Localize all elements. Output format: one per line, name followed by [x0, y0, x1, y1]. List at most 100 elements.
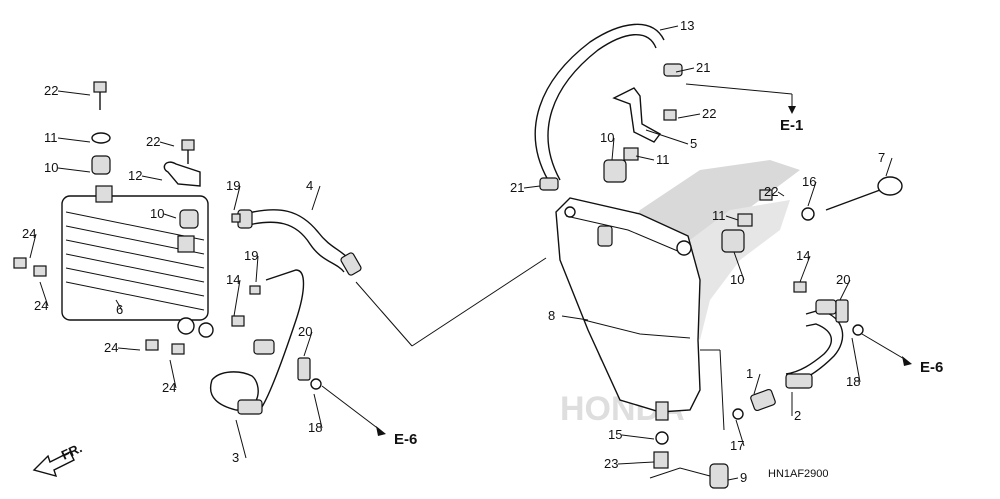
part-callout-10: 10: [150, 206, 164, 221]
front-direction-arrow: FR.: [32, 440, 84, 478]
part-callout-11: 11: [656, 152, 670, 167]
callout-leader: [117, 347, 141, 351]
callout-leader: [635, 155, 655, 161]
part-callout-12: 12: [128, 168, 142, 183]
callout-leader: [159, 141, 175, 147]
part-callout-10: 10: [730, 272, 744, 287]
callout-leader: [677, 113, 701, 119]
callout-leader: [725, 215, 739, 221]
ref-label-e6-left: E-6: [394, 431, 417, 448]
callout-leader: [235, 419, 247, 459]
part-callout-7: 7: [878, 150, 885, 165]
part-callout-13: 13: [680, 18, 694, 33]
oil-hose-3: [209, 269, 305, 415]
callout-leader: [561, 315, 589, 321]
callout-leader: [851, 337, 861, 383]
callout-leader: [617, 461, 655, 465]
callout-leader: [115, 299, 123, 311]
callout-leader: [777, 191, 785, 197]
drain-fittings: [649, 388, 776, 489]
fr-label: FR.: [59, 440, 84, 462]
part-callout-11: 11: [44, 130, 58, 145]
callout-leader: [839, 279, 851, 301]
callout-leader: [57, 90, 91, 96]
part-callout-6: 6: [116, 302, 123, 317]
tank-leader: [719, 349, 725, 431]
hose-connection-line: [411, 257, 547, 347]
callout-leader: [233, 185, 241, 211]
part-callout-19: 19: [244, 248, 258, 263]
part-callout-16: 16: [802, 174, 816, 189]
callout-leader: [807, 181, 817, 207]
callout-leader: [163, 213, 177, 219]
callout-leader: [735, 419, 745, 447]
oil-cooler: [61, 185, 214, 338]
callout-leader: [311, 185, 321, 211]
callout-leader: [169, 359, 177, 389]
part-callout-18: 18: [846, 374, 860, 389]
part-callout-8: 8: [548, 308, 555, 323]
part-callout-2: 2: [794, 408, 801, 423]
callout-leader: [57, 167, 91, 173]
hose-connection-line: [355, 281, 413, 347]
callout-leader: [733, 251, 745, 281]
ref-label-e6-right: E-6: [920, 359, 943, 376]
part-callout-20: 20: [298, 324, 312, 339]
part-callout-1: 1: [746, 366, 753, 381]
part-callout-10: 10: [600, 130, 614, 145]
part-callout-3: 3: [232, 450, 239, 465]
diagram-code: HN1AF2900: [768, 468, 829, 480]
part-callout-20: 20: [836, 272, 850, 287]
part-callout-4: 4: [306, 178, 313, 193]
part-callout-22: 22: [44, 83, 58, 98]
callout-leader: [885, 157, 893, 177]
callout-leader: [675, 67, 695, 73]
callout-leader: [255, 255, 259, 283]
ref-e1: E-1: [685, 83, 803, 134]
part-callout-22: 22: [146, 134, 160, 149]
part-callout-24: 24: [34, 298, 48, 313]
callout-leader: [39, 281, 49, 307]
part-callout-24: 24: [22, 226, 36, 241]
part-callout-9: 9: [740, 470, 747, 485]
callout-leader: [141, 175, 163, 181]
part-callout-14: 14: [226, 272, 240, 287]
part-callout-10: 10: [44, 160, 58, 175]
oil-hose-2: [785, 281, 864, 389]
ref-label-e1: E-1: [780, 117, 803, 134]
part-callout-17: 17: [730, 438, 744, 453]
callout-leader: [727, 477, 739, 481]
part-callout-22: 22: [764, 184, 778, 199]
breather-tube-13: [534, 23, 683, 191]
ref-e6-right: E-6: [861, 333, 943, 376]
part-callout-21: 21: [696, 60, 710, 75]
callout-leader: [233, 279, 241, 317]
left-mount-stack: [13, 81, 201, 355]
callout-leader: [29, 233, 37, 259]
callout-leader: [645, 129, 689, 145]
callout-leader: [611, 137, 615, 161]
part-callout-5: 5: [690, 136, 697, 151]
part-callout-21: 21: [510, 180, 524, 195]
part-callout-11: 11: [712, 208, 726, 223]
callout-leader: [57, 137, 91, 143]
callout-leader: [621, 434, 655, 440]
callout-leader: [313, 393, 323, 429]
washer-18-left: [310, 378, 322, 390]
washer-19-upper: [231, 213, 241, 223]
oil-tank: [555, 197, 701, 421]
part-callout-14: 14: [796, 248, 810, 263]
part-callout-23: 23: [604, 456, 618, 471]
part-callout-19: 19: [226, 178, 240, 193]
oil-hose-4: [237, 209, 362, 276]
part-callout-24: 24: [162, 380, 176, 395]
tank-bracket: [603, 87, 773, 253]
part-callout-22: 22: [702, 106, 716, 121]
callout-leader: [659, 25, 679, 31]
part-callout-18: 18: [308, 420, 322, 435]
part-callout-15: 15: [608, 427, 622, 442]
fitting-20-left: [297, 357, 311, 381]
